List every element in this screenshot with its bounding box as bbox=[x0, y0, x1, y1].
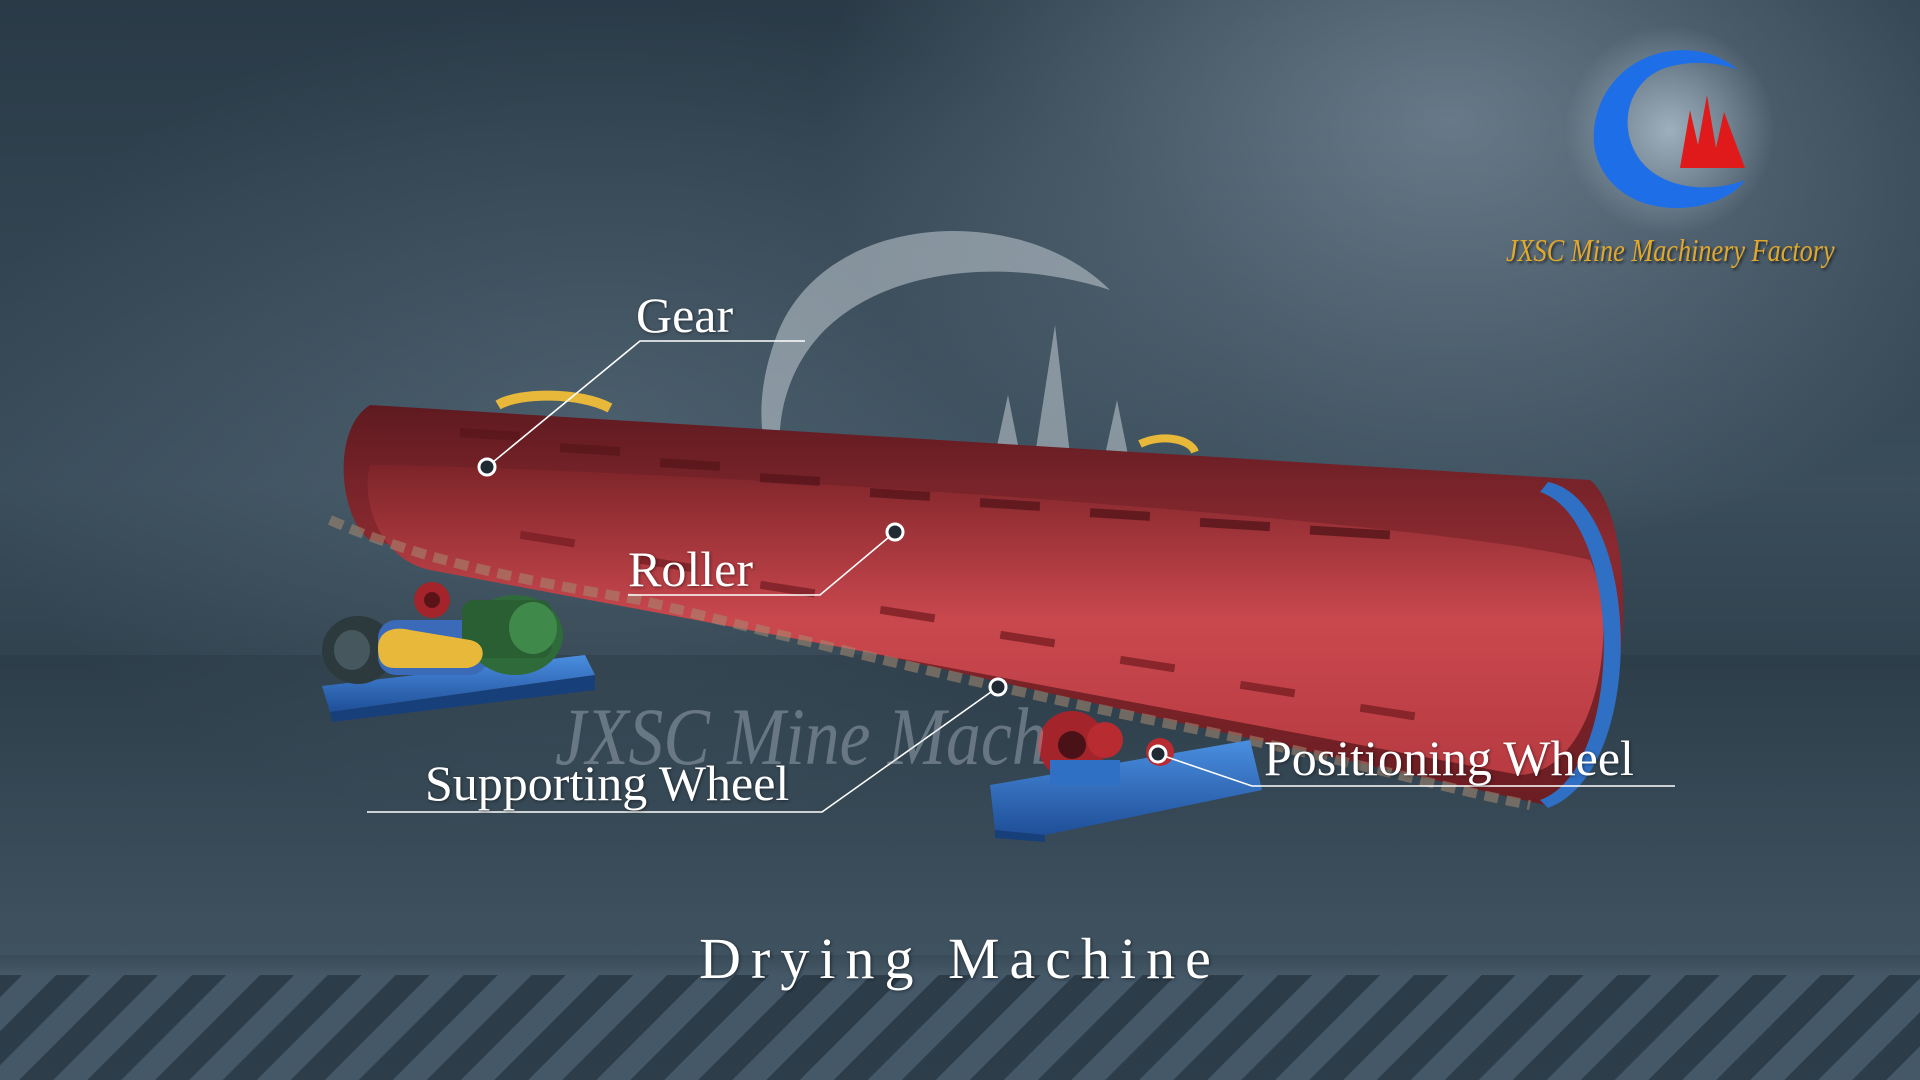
diagram-caption: Drying Machine bbox=[699, 926, 1221, 991]
callout-gear: Gear bbox=[636, 287, 734, 343]
supporting-wheel-assembly bbox=[990, 711, 1262, 842]
gear-reducer bbox=[462, 595, 563, 675]
callout-positioning-wheel: Positioning Wheel bbox=[1264, 730, 1634, 786]
company-logo-icon bbox=[1565, 25, 1775, 235]
stripe-top-fade bbox=[0, 955, 1920, 975]
positioning-wheel-leader-line bbox=[1157, 753, 1675, 787]
gear-leader-line bbox=[486, 340, 805, 468]
callout-dots bbox=[477, 457, 1168, 764]
crescent-watermark-icon bbox=[761, 230, 1128, 520]
roller-leader-line bbox=[628, 531, 896, 596]
drive-assembly bbox=[322, 582, 595, 722]
callout-leader-lines bbox=[367, 340, 1675, 813]
callout-supporting-wheel: Supporting Wheel bbox=[425, 755, 790, 811]
brand-name: JXSC Mine Machinery Factory bbox=[1506, 232, 1835, 268]
supporting-wheel-leader-line bbox=[367, 686, 999, 813]
belt-guard bbox=[378, 628, 483, 668]
watermark-text: JXSC Mine Mach bbox=[555, 691, 1047, 782]
hazard-stripe-band bbox=[0, 975, 1920, 1080]
drum-cylinder bbox=[327, 390, 1624, 810]
callout-roller: Roller bbox=[628, 541, 753, 597]
